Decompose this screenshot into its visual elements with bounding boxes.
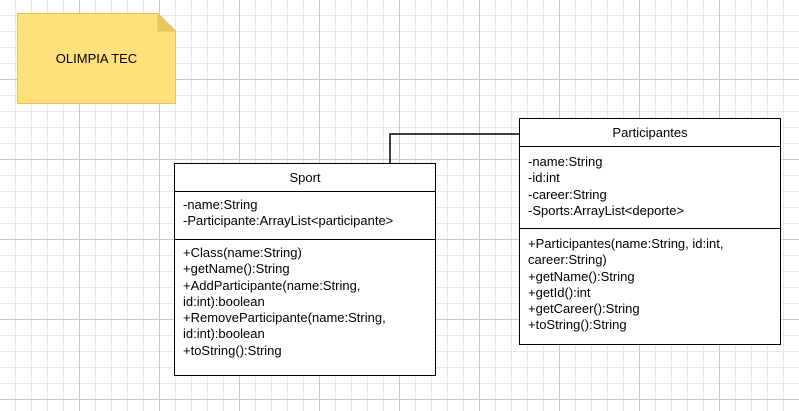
operation-row: +Class(name:String)	[183, 245, 302, 260]
operation-row: +toString():String	[528, 317, 627, 333]
operation-row: +getId():int	[528, 284, 591, 300]
class-sport-attributes: -name:String -Participante:ArrayList<par…	[175, 192, 435, 240]
note-shape	[17, 13, 176, 104]
operation-row: +AddParticipante(name:String,	[183, 277, 361, 293]
class-participantes-attributes: -name:String -id:int -career:String -Spo…	[520, 147, 780, 229]
operation-row: +getName():String	[183, 261, 290, 277]
operation-row: id:int):boolean	[183, 326, 265, 342]
operation-row: +getCareer():String	[528, 301, 640, 317]
class-sport-name: Sport	[175, 164, 435, 192]
attribute-row: -Participante:ArrayList<participante>	[183, 213, 394, 229]
attribute-row: -id:int	[528, 170, 560, 186]
operation-row: +Participantes(name:String, id:int,	[528, 236, 724, 251]
attribute-row: -Sports:ArrayList<deporte>	[528, 202, 685, 218]
operation-row: +toString():String	[183, 342, 282, 358]
class-participantes-operations: +Participantes(name:String, id:int, care…	[520, 229, 780, 334]
class-participantes-name: Participantes	[520, 119, 780, 147]
operation-row: id:int):boolean	[183, 293, 265, 309]
class-sport-operations: +Class(name:String) +getName():String +A…	[175, 240, 435, 359]
operation-row: career:String)	[528, 252, 607, 268]
note-text: OLIMPIA TEC	[55, 51, 138, 66]
class-participantes[interactable]: Participantes -name:String -id:int -care…	[519, 118, 781, 345]
operation-row: +RemoveParticipante(name:String,	[183, 310, 386, 326]
note-olimpia-tec[interactable]: OLIMPIA TEC	[17, 13, 176, 104]
operation-row: +getName():String	[528, 268, 635, 284]
attribute-row: -career:String	[528, 186, 607, 202]
attribute-row: -name:String	[183, 197, 258, 212]
attribute-row: -name:String	[528, 154, 603, 169]
class-sport[interactable]: Sport -name:String -Participante:ArrayLi…	[174, 163, 436, 376]
